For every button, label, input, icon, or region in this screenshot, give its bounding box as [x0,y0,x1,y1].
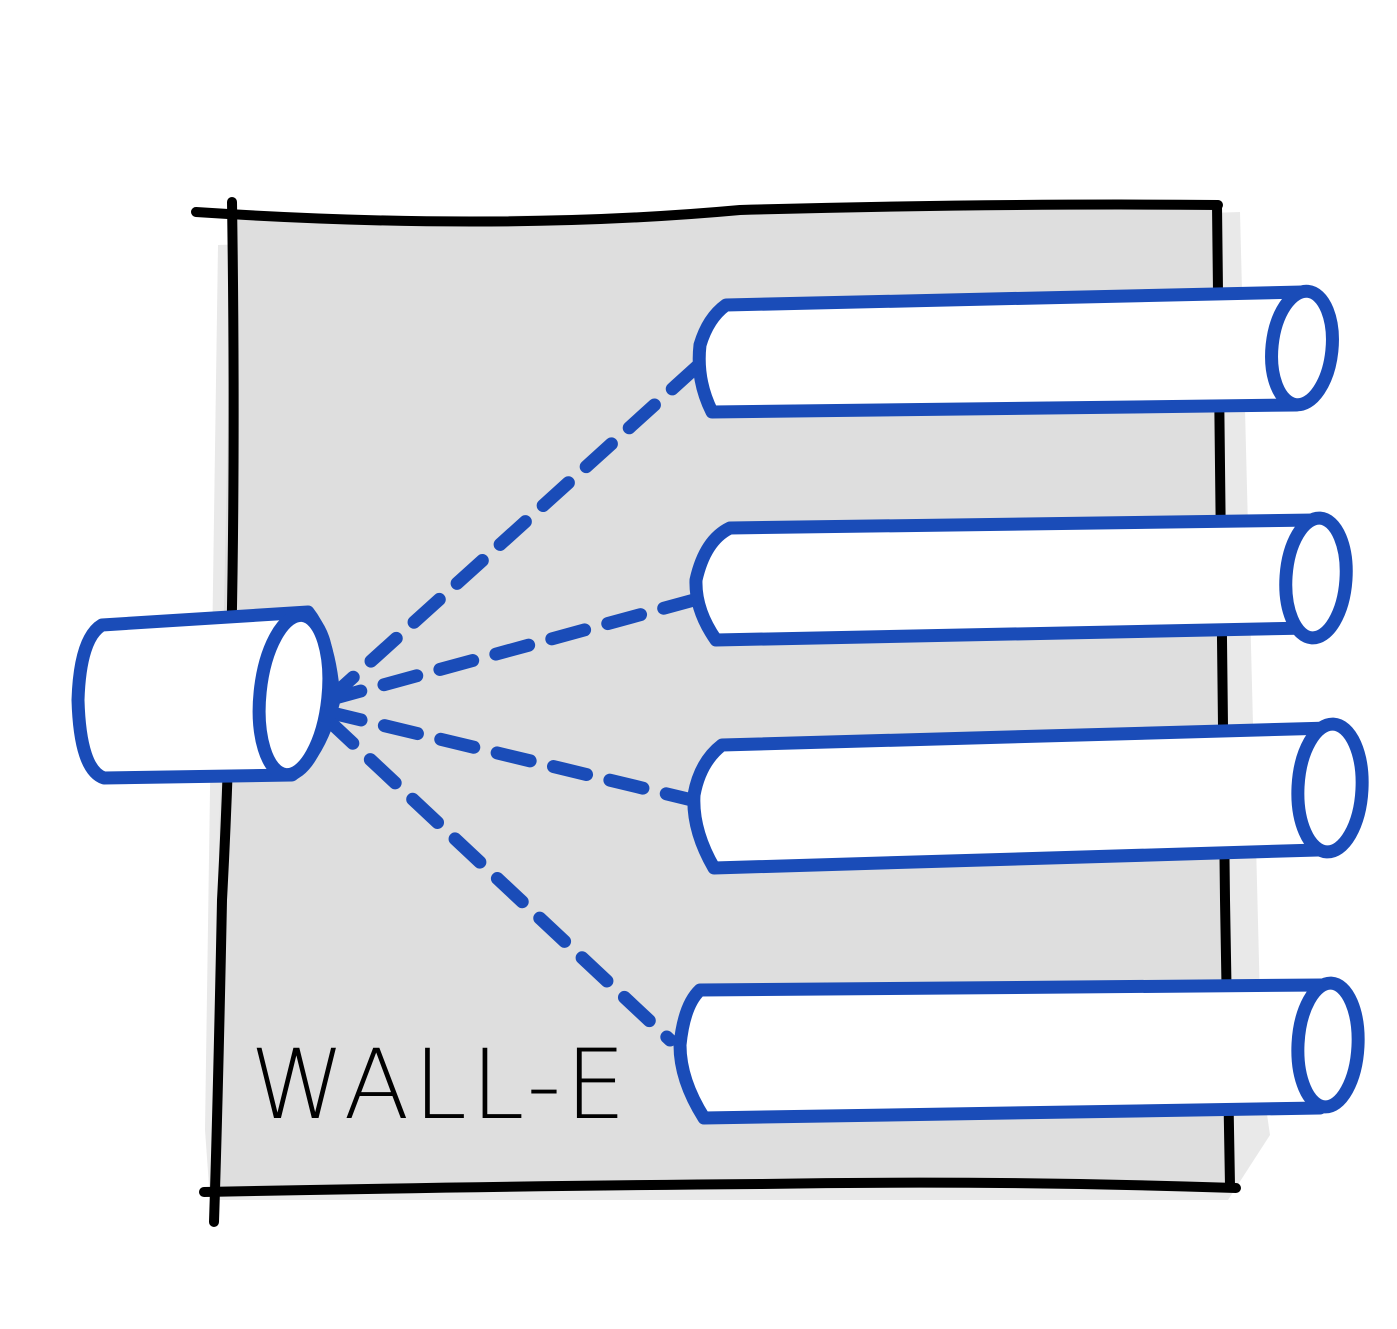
connector-to-output-4 [321,713,677,1047]
input-pipe-opening-icon [252,608,336,782]
output-pipe-2 [689,511,1353,647]
container-box [212,205,1228,1190]
output-pipe-3 [687,717,1369,875]
output-pipe-4 [673,976,1365,1125]
output-pipe-2-opening-icon [1279,511,1353,645]
output-pipe-3-opening-icon [1291,717,1369,859]
output-pipe-4-opening-icon [1291,976,1365,1114]
output-pipe-1-opening-icon [1265,284,1339,412]
container-label: WALL-E [250,1029,630,1141]
connector-to-output-1 [321,355,709,707]
connector-to-output-2 [321,593,701,707]
connector-to-output-3 [321,705,699,807]
output-pipe-1 [692,284,1339,419]
connector-lines [321,355,709,1047]
input-pipe [71,605,341,785]
